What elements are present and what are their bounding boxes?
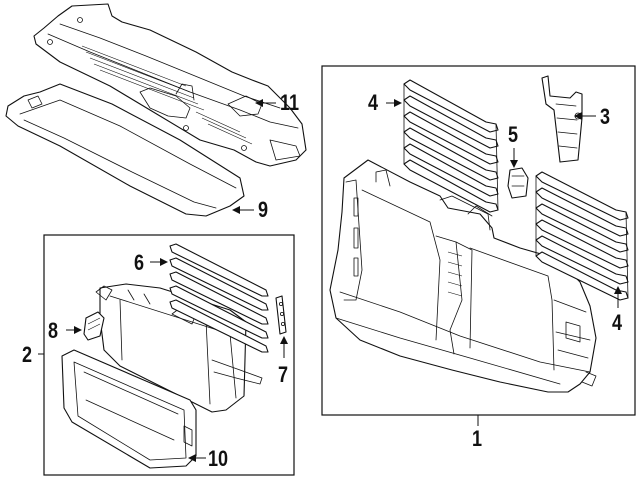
part-3-shutter-bracket bbox=[541, 75, 583, 163]
leader-lines bbox=[38, 99, 622, 462]
callout-3: 3 bbox=[600, 104, 611, 129]
part-5-shutter-actuator bbox=[507, 167, 529, 199]
part-6-lower-grille-shutter bbox=[169, 243, 269, 353]
callout-6: 6 bbox=[134, 250, 145, 275]
callout-10: 10 bbox=[208, 446, 229, 471]
callout-2: 2 bbox=[22, 342, 33, 367]
callout-4-upper: 4 bbox=[368, 90, 379, 115]
callout-7: 7 bbox=[278, 362, 289, 387]
part-1-radiator-support bbox=[329, 159, 597, 393]
part-9-air-deflector bbox=[5, 83, 245, 217]
part-4-lower-grille-shutter bbox=[535, 171, 629, 301]
callout-8: 8 bbox=[48, 318, 59, 343]
part-2-air-guide-assembly bbox=[95, 283, 263, 413]
part-8-actuator-clip bbox=[83, 311, 105, 341]
group-frame-2 bbox=[43, 234, 295, 476]
callout-5: 5 bbox=[508, 122, 519, 147]
callout-4-lower: 4 bbox=[612, 310, 623, 335]
callout-11: 11 bbox=[280, 90, 300, 115]
callout-9: 9 bbox=[258, 197, 269, 222]
part-4-upper-grille-shutter bbox=[403, 79, 499, 213]
callout-1: 1 bbox=[472, 426, 483, 451]
part-7-retainer-strip bbox=[275, 295, 287, 335]
part-10-lower-air-guide bbox=[61, 349, 197, 469]
part-11-upper-radiator-cover bbox=[33, 3, 307, 167]
